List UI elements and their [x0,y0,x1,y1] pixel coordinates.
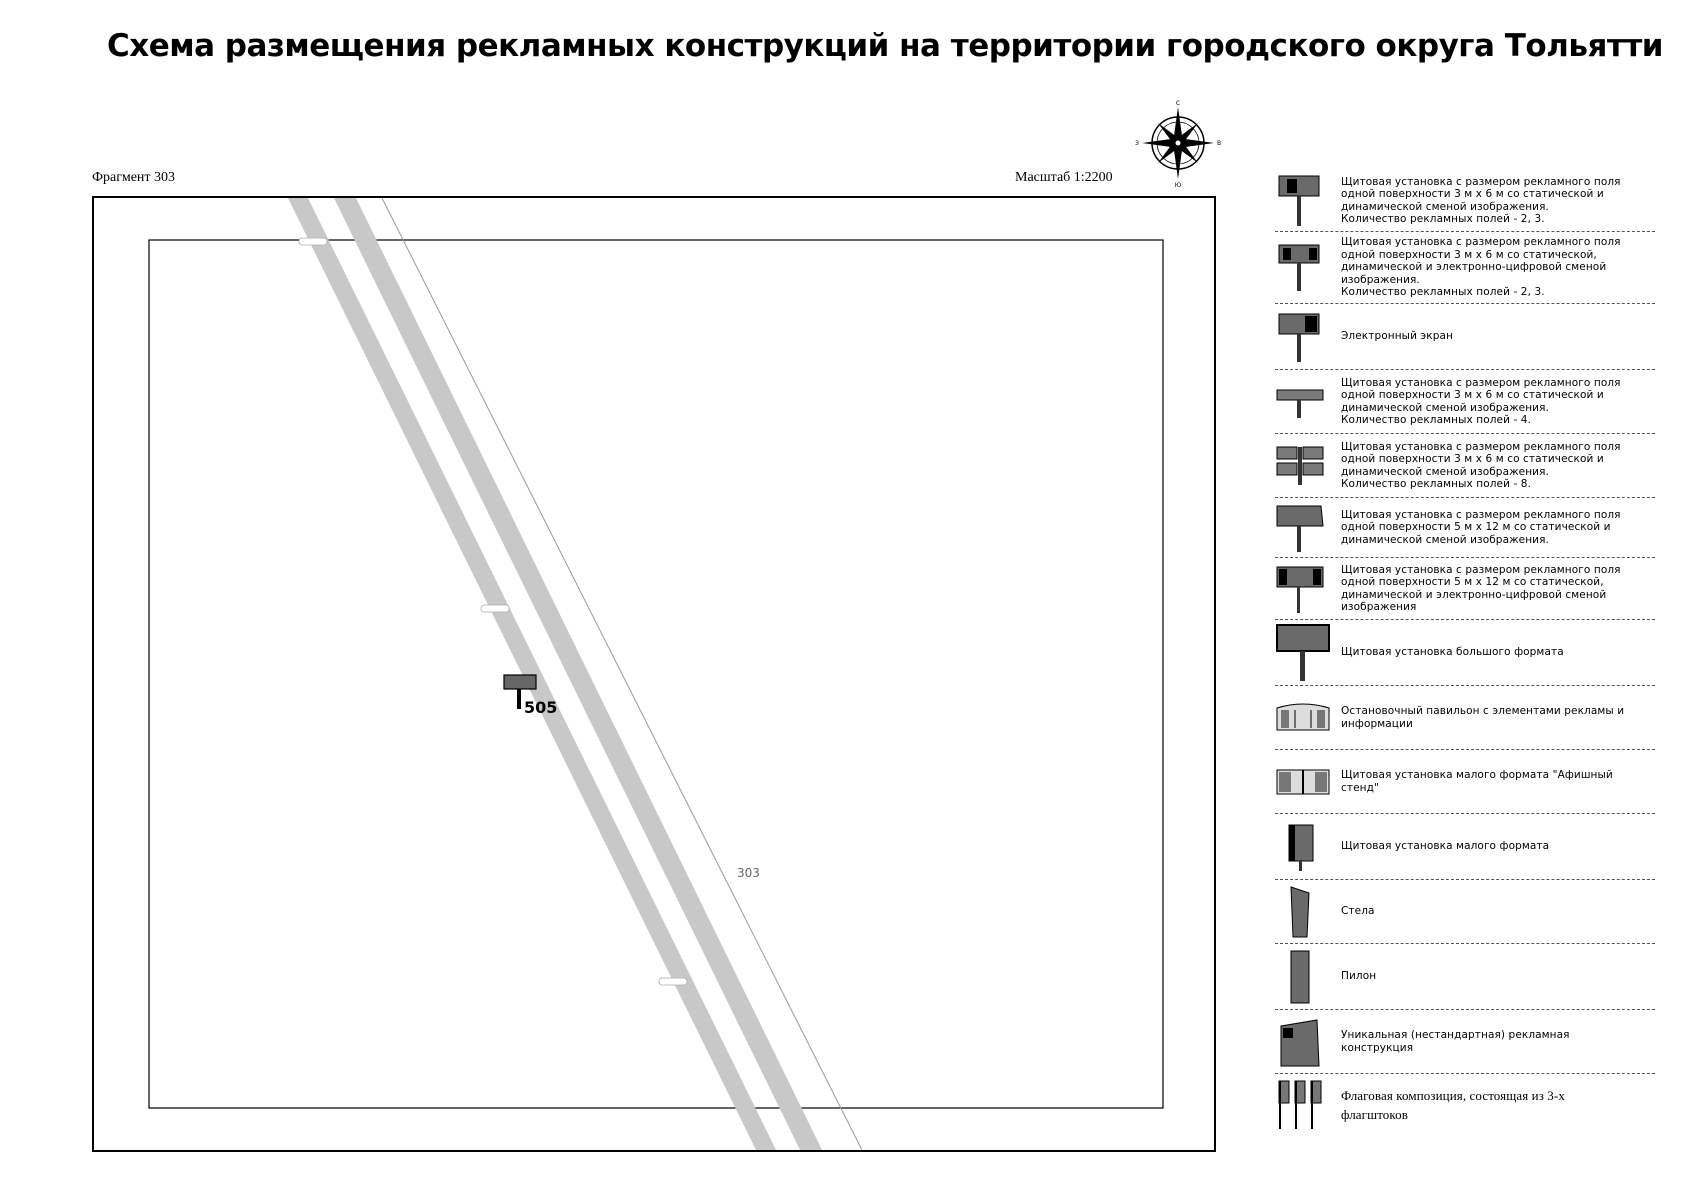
page-title: Схема размещения рекламных конструкций н… [106,28,1664,64]
road-marker [480,604,510,613]
billboard-3x6-eight-fields-icon [1276,446,1324,485]
map-canvas [148,198,1164,1150]
compass-south-label: Ю [1175,182,1182,188]
billboard-number: 505 [524,698,558,717]
legend-item: Щитовая установка малого формата "Афишны… [1275,750,1655,814]
small-format-billboard-icon [1288,824,1314,871]
road-right [334,198,823,1150]
legend-item: Щитовая установка большого формата [1275,620,1655,686]
large-format-billboard-icon [1276,623,1330,681]
legend-label: Электронный экран [1341,330,1454,343]
fragment-number: 303 [737,866,760,880]
flag-composition-icon [1278,1080,1322,1129]
legend-label: Щитовая установка с размером рекламного … [1341,563,1621,614]
billboard-marker-icon[interactable] [503,674,539,710]
legend-item: Остановочный павильон с элементами рекла… [1275,686,1655,750]
street-line [381,198,863,1150]
legend-label: Щитовая установка с размером рекламного … [1341,175,1621,226]
legend-item: Щитовая установка с размером рекламного … [1275,558,1655,620]
legend-label: Щитовая установка с размером рекламного … [1341,508,1621,546]
legend-item: Стела [1275,880,1655,944]
legend-item: Флаговая композиция, состоящая из 3-х фл… [1275,1074,1655,1136]
legend-label: Щитовая установка малого формата [1341,840,1550,853]
stela-icon [1290,885,1310,937]
billboard-5x12-digital-icon [1276,566,1324,613]
compass-east-label: В [1217,140,1221,147]
legend-label: Щитовая установка с размером рекламного … [1341,376,1621,427]
legend: Щитовая установка с размером рекламного … [1275,170,1655,1136]
fragment-boundary [148,239,1164,1109]
unique-construction-icon [1280,1018,1320,1066]
pylon-icon [1290,950,1310,1003]
legend-label: Щитовая установка с размером рекламного … [1341,236,1621,299]
legend-label: Пилон [1341,970,1377,983]
legend-item: Электронный экран [1275,304,1655,370]
legend-item: Уникальная (нестандартная) рекламная кон… [1275,1010,1655,1074]
legend-label: Флаговая композиция, состоящая из 3-х фл… [1341,1088,1565,1122]
billboard-3x6-digital-icon [1278,244,1320,291]
map-frame[interactable]: 505 303 [92,196,1216,1152]
legend-item: Щитовая установка с размером рекламного … [1275,370,1655,434]
legend-item: Щитовая установка с размером рекламного … [1275,498,1655,558]
compass-north-label: С [1176,100,1180,107]
legend-item: Щитовая установка малого формата [1275,814,1655,880]
scale-label: Масштаб 1:2200 [1015,170,1113,185]
billboard-3x6-static-dynamic-icon [1278,175,1320,226]
legend-label: Щитовая установка малого формата "Афишны… [1341,769,1613,794]
bus-stop-pavilion-icon [1276,703,1330,730]
legend-label: Щитовая установка большого формата [1341,646,1564,659]
legend-item: Щитовая установка с размером рекламного … [1275,170,1655,232]
legend-item: Щитовая установка с размером рекламного … [1275,232,1655,304]
legend-item: Пилон [1275,944,1655,1010]
billboard-5x12-static-dynamic-icon [1276,505,1324,552]
road-marker [658,977,688,986]
legend-label: Остановочный павильон с элементами рекла… [1341,705,1625,730]
road-marker [298,237,328,246]
compass-west-label: З [1135,140,1139,147]
compass-rose-icon: С Ю З В [1135,100,1221,188]
legend-label: Уникальная (нестандартная) рекламная кон… [1341,1029,1570,1054]
road-left [288,198,777,1150]
poster-stand-icon [1276,769,1330,794]
fragment-label: Фрагмент 303 [92,170,176,185]
electronic-screen-icon [1278,313,1320,362]
billboard-3x6-four-fields-icon [1276,389,1324,418]
legend-label: Стела [1341,905,1375,918]
legend-item: Щитовая установка с размером рекламного … [1275,434,1655,498]
legend-label: Щитовая установка с размером рекламного … [1341,440,1621,491]
